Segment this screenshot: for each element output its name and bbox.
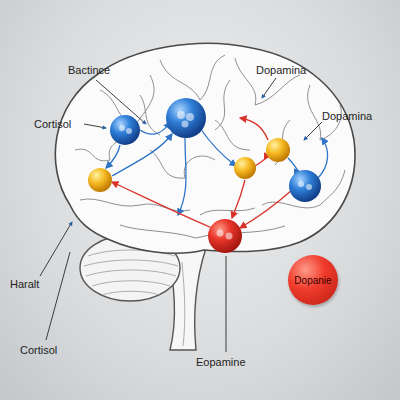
brainstem-line bbox=[182, 262, 185, 346]
cerebrum bbox=[55, 43, 355, 253]
gyri bbox=[75, 55, 345, 238]
molecule-ball: Dopanie bbox=[288, 255, 338, 305]
structure-label: Bactince bbox=[68, 64, 110, 77]
ball-label: Dopanie bbox=[294, 275, 331, 286]
structure-label: Cortisol bbox=[20, 344, 57, 357]
cerebellum-folds bbox=[84, 250, 178, 295]
structure-label: Dopamina bbox=[322, 110, 372, 123]
molecule-spheres bbox=[88, 98, 321, 253]
structure-label: Eopamine bbox=[196, 356, 246, 369]
structure-label: Haralt bbox=[10, 278, 39, 291]
structure-label: Cortisol bbox=[34, 118, 71, 131]
leader-lines bbox=[40, 78, 322, 352]
structure-label: Dopamina bbox=[256, 64, 306, 77]
